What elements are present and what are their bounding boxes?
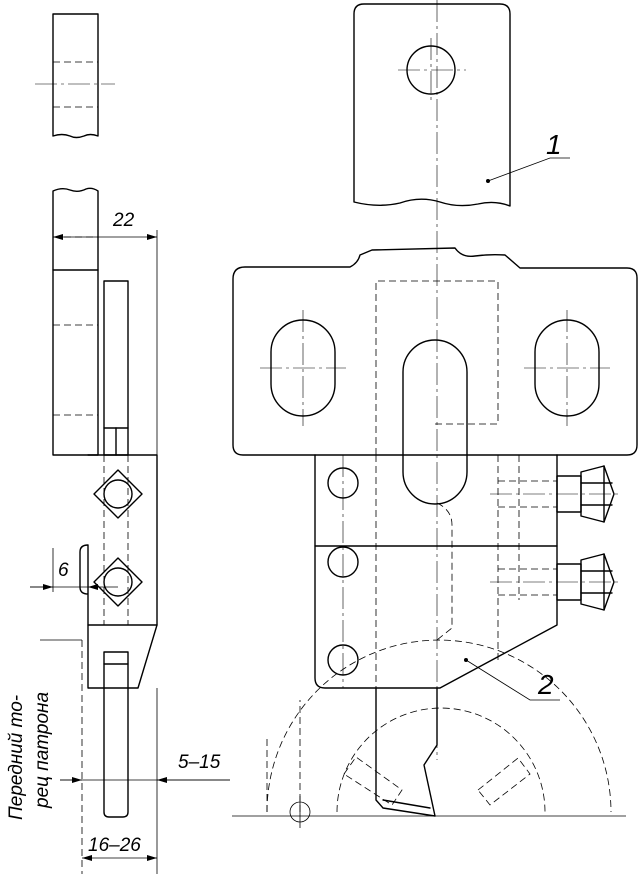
dimension-label-16-26: 16–26: [88, 835, 141, 856]
part-label-2: 2: [537, 669, 554, 700]
upper-bar-fragment: [52, 13, 99, 139]
tool-edge: [382, 799, 431, 809]
chuck-outline: [266, 639, 612, 813]
bolt-head: [580, 553, 615, 611]
cutting-tool: [375, 687, 438, 817]
chuck-face-label-line2: рец патрона: [32, 692, 53, 809]
part-2-plate: [232, 247, 638, 456]
front-view: 1: [232, 0, 638, 828]
bolt-upper: [490, 465, 620, 523]
holder-taper: [87, 624, 158, 689]
dimension-label-5-15: 5–15: [178, 752, 221, 773]
leader-dot: [486, 179, 490, 183]
workpiece-outline: [336, 707, 546, 813]
dimension-label-6: 6: [58, 560, 69, 581]
slot-middle: [402, 339, 468, 505]
bolt-head: [580, 465, 615, 523]
dimension-label-22: 22: [112, 210, 135, 231]
bolt-lower: [490, 553, 620, 611]
hidden-line: [436, 502, 453, 641]
part-label-1: 1: [546, 129, 562, 160]
part-1-bar: [353, 3, 511, 207]
lower-bar: [52, 187, 99, 456]
holder-body: [314, 454, 558, 689]
bolt-head-upper: [93, 469, 143, 519]
bolt-head-lower: [93, 557, 143, 607]
hidden-line: [375, 280, 499, 455]
leader-dot: [464, 658, 468, 662]
chuck-jaw-left: [343, 756, 403, 806]
chuck-jaw-right: [477, 757, 531, 806]
chuck-face-label-line1: Передний то-: [6, 695, 27, 820]
side-view: 22 6 Передний то- рец патрона 5–15 16–26: [6, 13, 230, 874]
leader-line-1: [487, 157, 570, 182]
tool-blade-lower: [103, 651, 129, 818]
leader-line-2: [465, 659, 560, 701]
holder-block: [79, 454, 158, 626]
